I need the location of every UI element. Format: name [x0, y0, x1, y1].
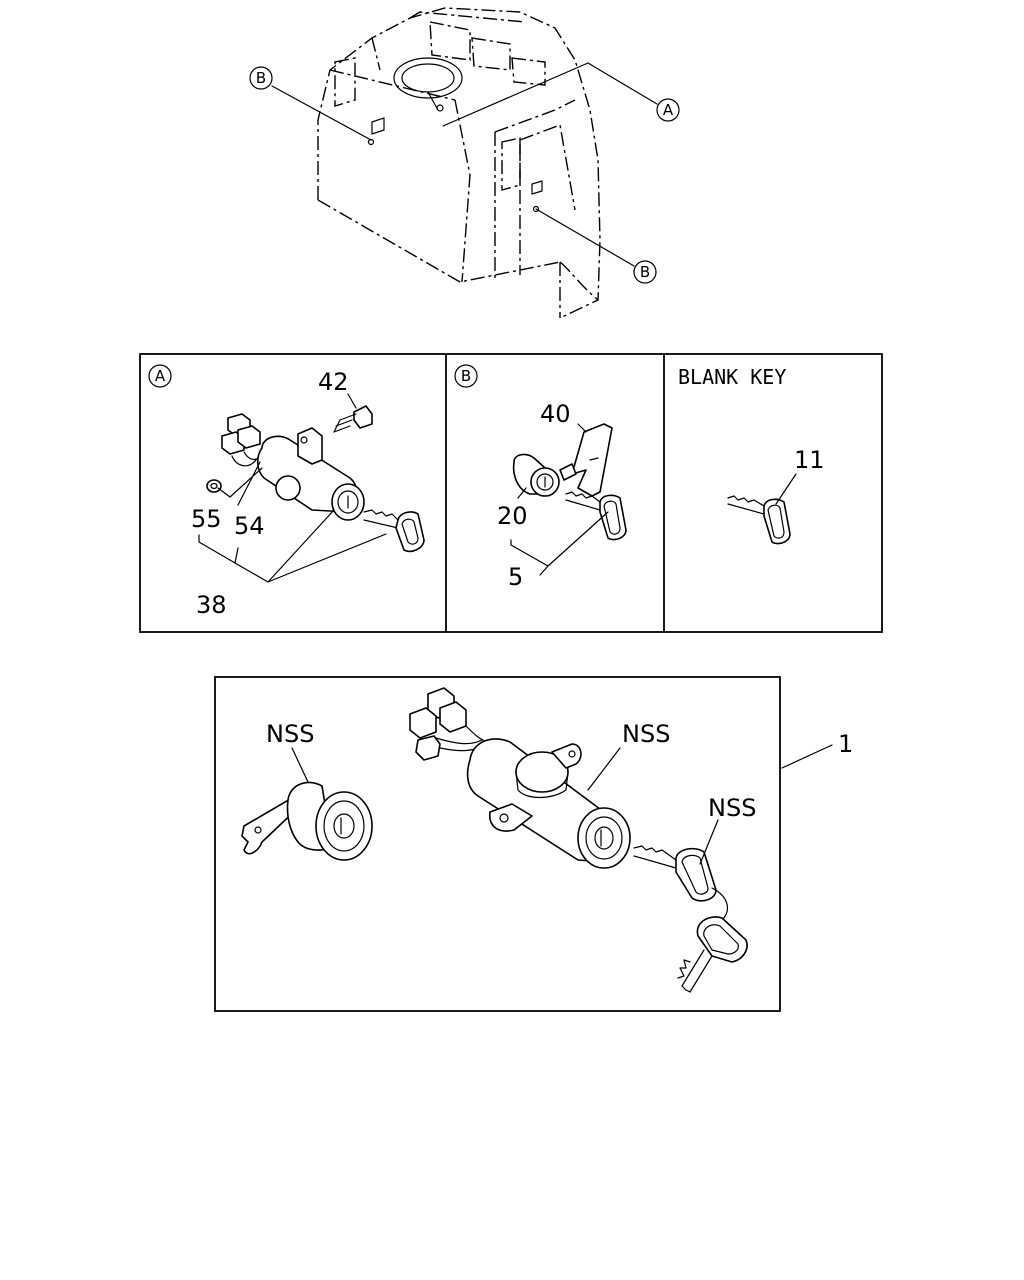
callout-b-top-label: B	[256, 69, 266, 87]
panel-b-badge	[454, 364, 478, 388]
panel-a: A	[148, 364, 425, 619]
panel-blank-key-title: BLANK KEY	[678, 365, 786, 389]
bracket-icon	[571, 423, 613, 497]
part-label-40: 40	[540, 400, 571, 428]
detail-panels	[139, 353, 883, 633]
ignition-key-icon	[363, 509, 425, 553]
cab-overview: B A B	[249, 7, 680, 319]
panel-b: B 40 20 5	[454, 364, 627, 591]
panel-a-badge	[148, 364, 172, 388]
part-label-5: 5	[508, 563, 523, 591]
panel-blank-key: BLANK KEY 11	[678, 365, 825, 545]
nss-label-ignition: NSS	[622, 720, 670, 748]
part-label-54: 54	[234, 512, 265, 540]
part-label-11: 11	[794, 446, 825, 474]
part-label-55: 55	[191, 505, 222, 533]
steering-wheel-icon	[393, 57, 463, 99]
nss-label-door-lock: NSS	[266, 720, 314, 748]
part-label-20: 20	[497, 502, 528, 530]
callout-a-top	[656, 98, 680, 122]
callout-b-bottom-label: B	[640, 263, 650, 281]
part-label-1: 1	[838, 730, 853, 758]
part-label-38: 38	[196, 591, 227, 619]
kit-assembly-frame	[214, 676, 781, 1012]
panel-b-badge-label: B	[461, 367, 471, 385]
panel-a-badge-label: A	[155, 367, 166, 385]
nss-label-keys: NSS	[708, 794, 756, 822]
kit-keys-icon	[633, 845, 748, 993]
kit-assembly: NSS NSS	[214, 676, 853, 1012]
kit-ignition-switch-icon	[409, 687, 631, 869]
blank-key-icon	[727, 495, 791, 545]
callout-b-top	[249, 66, 273, 90]
ignition-switch-icon	[221, 413, 365, 521]
callout-a-top-label: A	[663, 101, 674, 119]
kit-door-lock-icon	[241, 781, 373, 861]
screw-icon	[206, 479, 222, 493]
bolt-icon	[333, 405, 373, 433]
part-label-42: 42	[318, 368, 349, 396]
door-lock-cylinder-icon	[512, 453, 577, 497]
detail-panels-frame	[139, 353, 883, 633]
door-key-icon	[565, 491, 627, 541]
callout-b-bottom	[633, 260, 657, 284]
